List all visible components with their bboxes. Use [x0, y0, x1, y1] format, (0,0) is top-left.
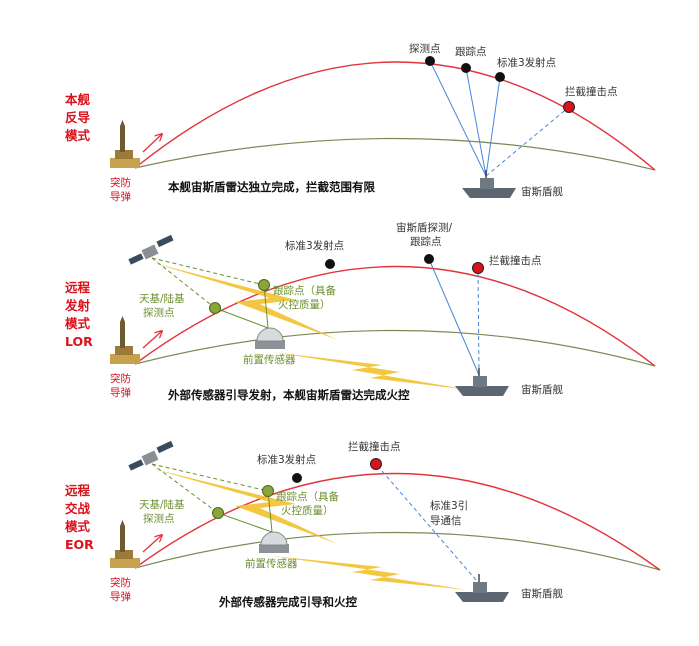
panel-1-launch-point: [495, 72, 505, 82]
panel-1-missile-label: 突防 导弹: [110, 176, 134, 203]
panel-2-missile-launcher-icon: [110, 316, 140, 364]
panel-2-satellite-icon: [128, 234, 174, 265]
panel-1-ship-icon: [462, 170, 516, 198]
panel-1-link-launch: [485, 76, 501, 177]
panel-3-launch-point: [292, 473, 302, 483]
panel-3-guidance-label: 标准3引 导通信: [430, 499, 472, 527]
panel-3-missile-trajectory: [134, 472, 661, 571]
panel-1-intercept-label: 拦截撞击点: [565, 85, 618, 98]
panel-2-launch-arrow: [142, 331, 162, 349]
panel-2-lightning-bolt-upper: [150, 262, 338, 340]
panel-1-link-intercept: [485, 106, 570, 177]
panel-1-intercept-point: [563, 101, 575, 113]
panel-1-mode-title: 本舰 反导 模式: [65, 92, 94, 143]
panel-2-radar-link-detect: [214, 307, 269, 329]
panel-2-missile-trajectory: [134, 265, 656, 367]
panel-1-track-point: [461, 63, 471, 73]
panel-2-sensor-track-point: [258, 279, 270, 291]
panel-1-link-track: [465, 67, 487, 177]
panel-1-caption: 本舰宙斯盾雷达独立完成，拦截范围有限: [168, 180, 375, 194]
panel-3-radar-link-track: [267, 490, 273, 533]
panel-2-radar-link-track: [263, 284, 269, 329]
panel-3-sensor-detect-point: [212, 507, 224, 519]
panel-3-satellite-icon: [128, 440, 174, 471]
panel-3-ship-icon: [455, 574, 509, 602]
panel-2-caption: 外部传感器引导发射，本舰宙斯盾雷达完成火控: [167, 388, 410, 402]
panel-2-mode-title: 远程 发射 模式 LOR: [64, 280, 94, 349]
panel-2-ship-icon: [455, 368, 509, 396]
panel-1-detect-point: [425, 56, 435, 66]
panel-2-sensor-detect-point: [209, 302, 221, 314]
panel-3-launch-arrow: [142, 535, 162, 553]
panel-2-link-aegis-track: [428, 258, 480, 376]
panel-1-missile-trajectory: [134, 61, 656, 171]
panel-3-earth-curve: [134, 531, 661, 571]
panel-2-sensor-detect-label: 天基/陆基 探测点: [139, 292, 188, 319]
panel-1-track-label: 跟踪点: [455, 45, 487, 58]
panel-2: 远程 发射 模式 LOR 天基/陆基 探测点 跟踪点（具备 火: [64, 221, 656, 402]
panel-2-sat-link-track: [151, 257, 265, 286]
panel-1-detect-label: 探测点: [409, 42, 441, 55]
panel-2-launch-point: [325, 259, 335, 269]
panel-3-guidance-link: [375, 463, 477, 581]
panel-2-launch-label: 标准3发射点: [285, 239, 344, 252]
panel-2-missile-label: 突防 导弹: [110, 372, 134, 399]
panel-3-mode-title: 远程 交战 模式 EOR: [65, 483, 94, 552]
panel-2-intercept-label: 拦截撞击点: [489, 254, 542, 267]
panel-2-lightning-bolt-lower: [272, 352, 470, 390]
panel-3-lightning-bolt-lower: [272, 556, 468, 590]
panel-3-intercept-label: 拦截撞击点: [348, 440, 401, 453]
panel-1-launch-arrow: [142, 134, 162, 153]
panel-2-forward-sensor-label: 前置传感器: [243, 353, 296, 366]
panel-2-earth-curve: [134, 329, 656, 367]
panel-3-forward-sensor-icon: [259, 531, 289, 553]
panel-3-intercept-point: [370, 458, 382, 470]
panel-2-forward-sensor-icon: [255, 327, 285, 349]
panel-3-sat-link-track: [151, 463, 269, 492]
panel-2-ship-label: 宙斯盾舰: [521, 383, 563, 396]
panel-2-link-intercept: [477, 267, 480, 376]
panel-1-launch-label: 标准3发射点: [497, 56, 556, 69]
panel-2-aegis-track-label: 宙斯盾探测/ 跟踪点: [396, 221, 455, 248]
panel-3-missile-label: 突防 导弹: [110, 576, 134, 603]
panel-3-ship-label: 宙斯盾舰: [521, 587, 563, 600]
panel-1-ship-label: 宙斯盾舰: [521, 185, 563, 198]
panel-3-caption: 外部传感器完成引导和火控: [218, 595, 357, 609]
panel-1-earth-curve: [134, 137, 656, 171]
panel-3-sensor-track-point: [262, 485, 274, 497]
panel-3-sensor-track-label: 跟踪点（具备 火控质量）: [276, 490, 342, 517]
panel-2-aegis-track-point: [424, 254, 434, 264]
panel-3-lightning-bolt-upper: [150, 468, 338, 544]
panel-3: 远程 交战 模式 EOR 天基/陆基 探测点 跟踪点（具备 火控质量）: [65, 440, 661, 609]
panel-3-missile-launcher-icon: [110, 520, 140, 568]
panel-1-missile-launcher-icon: [110, 120, 140, 168]
panel-1: 本舰 反导 模式 突防 导弹 探测点 跟踪点 标准3发射点 拦截撞击点: [65, 42, 656, 203]
panel-3-forward-sensor-label: 前置传感器: [245, 557, 298, 570]
panel-3-radar-link-detect: [217, 512, 273, 533]
panel-1-link-detect: [429, 60, 487, 177]
panel-3-launch-label: 标准3发射点: [257, 453, 316, 466]
panel-2-intercept-point: [472, 262, 484, 274]
panel-3-sensor-detect-label: 天基/陆基 探测点: [139, 498, 188, 525]
panel-2-sensor-track-label: 跟踪点（具备 火控质量）: [273, 284, 339, 311]
